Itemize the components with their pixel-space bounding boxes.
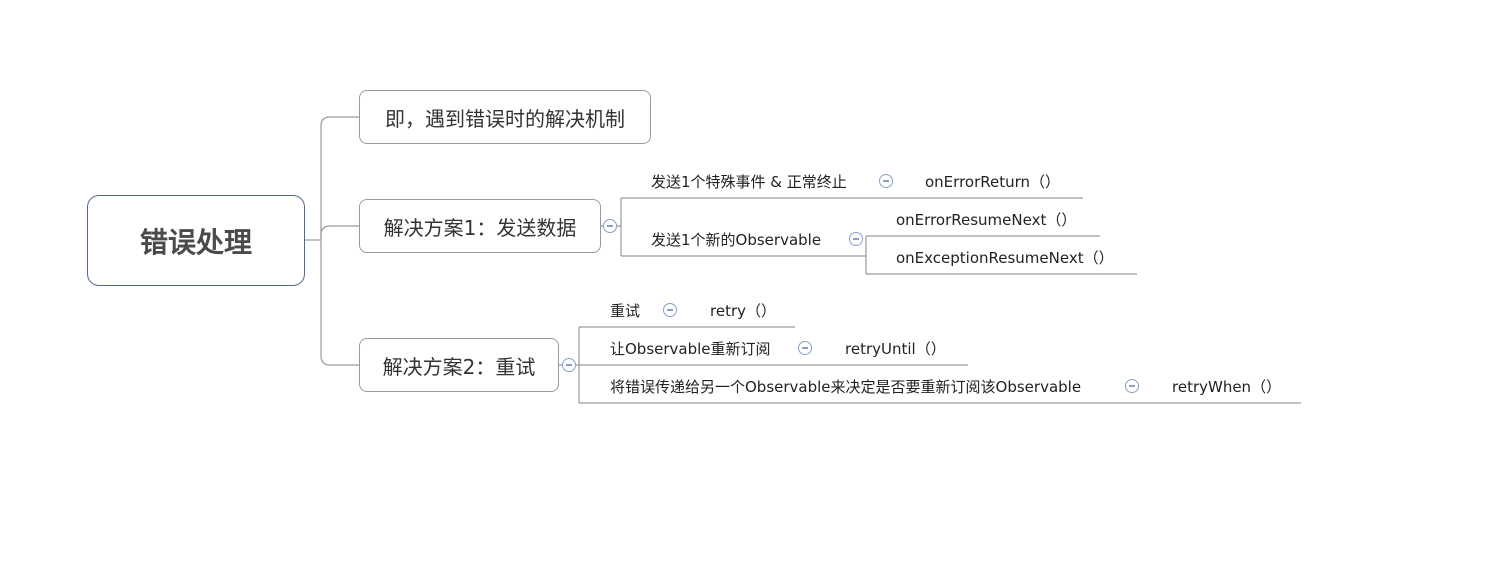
method-label-retrywhen[interactable]: retryWhen（）	[1172, 378, 1282, 396]
leaf-label-b3c1[interactable]: 重试	[610, 302, 641, 320]
branch-node-definition[interactable]: 即，遇到错误时的解决机制	[359, 90, 651, 144]
branch-node-label: 解决方案2：重试	[382, 354, 536, 379]
leaf-label-b3c2[interactable]: 让Observable重新订阅	[610, 340, 771, 358]
collapse-toggle-icon[interactable]	[798, 341, 812, 355]
root-node[interactable]: 错误处理	[87, 195, 305, 286]
collapse-toggle-icon[interactable]	[562, 358, 576, 372]
connector-root-b2	[320, 225, 359, 240]
leaf-label-b2c2[interactable]: 发送1个新的Observable	[651, 231, 822, 249]
branch-node-solution-2[interactable]: 解决方案2：重试	[359, 338, 559, 392]
collapse-toggle-icon[interactable]	[849, 232, 863, 246]
collapse-toggle-icon[interactable]	[663, 303, 677, 317]
method-label-onexceptionresumenext[interactable]: onExceptionResumeNext（）	[896, 249, 1114, 267]
branch-node-label: 即，遇到错误时的解决机制	[385, 106, 625, 131]
collapse-toggle-icon[interactable]	[603, 219, 617, 233]
branch-node-label: 解决方案1：发送数据	[383, 215, 577, 240]
leaf-label-b3c3[interactable]: 将错误传递给另一个Observable来决定是否要重新订阅该Observable	[610, 378, 1082, 396]
collapse-toggle-icon[interactable]	[1125, 379, 1139, 393]
root-node-label: 错误处理	[139, 225, 252, 259]
method-label-onerrorresumenext[interactable]: onErrorResumeNext（）	[896, 211, 1077, 229]
method-label-retry[interactable]: retry（）	[710, 302, 776, 320]
method-label-onerrorreturn[interactable]: onErrorReturn（）	[925, 173, 1061, 191]
branch-node-solution-1[interactable]: 解决方案1：发送数据	[359, 199, 601, 253]
connector-root-b3	[320, 240, 359, 366]
method-label-retryuntil[interactable]: retryUntil（）	[845, 340, 946, 358]
collapse-toggle-icon[interactable]	[879, 174, 893, 188]
leaf-label-b2c1[interactable]: 发送1个特殊事件 & 正常终止	[651, 173, 847, 191]
connector-root-b1	[320, 116, 359, 240]
